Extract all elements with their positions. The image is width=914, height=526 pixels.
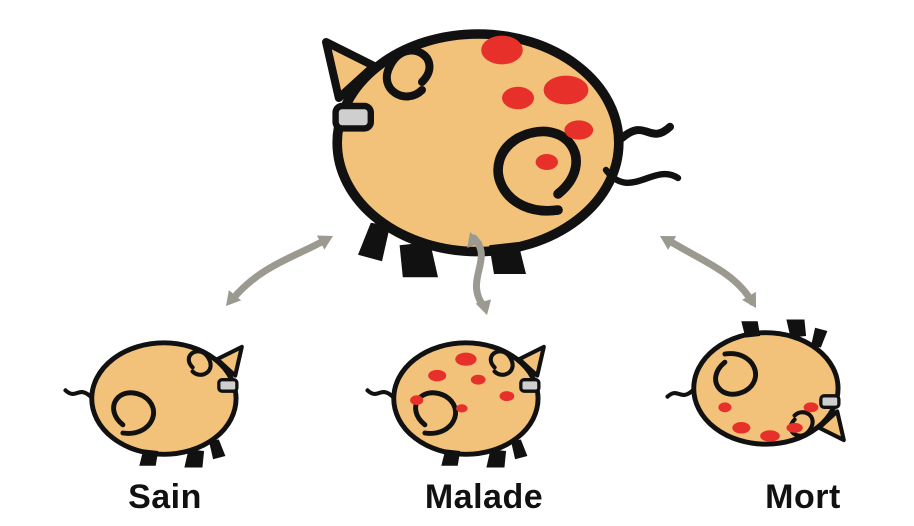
state-label-malade: Malade — [396, 478, 572, 517]
dead-pig-icon — [668, 320, 844, 445]
state-label-mort: Mort — [745, 478, 861, 517]
infected-pig-icon — [326, 34, 678, 277]
state-label-sain: Sain — [110, 478, 220, 517]
arrow-center-mort — [656, 229, 763, 312]
healthy-pig-icon — [66, 343, 242, 468]
arrow-center-sain — [220, 229, 337, 311]
sick-pig-icon — [368, 343, 544, 468]
